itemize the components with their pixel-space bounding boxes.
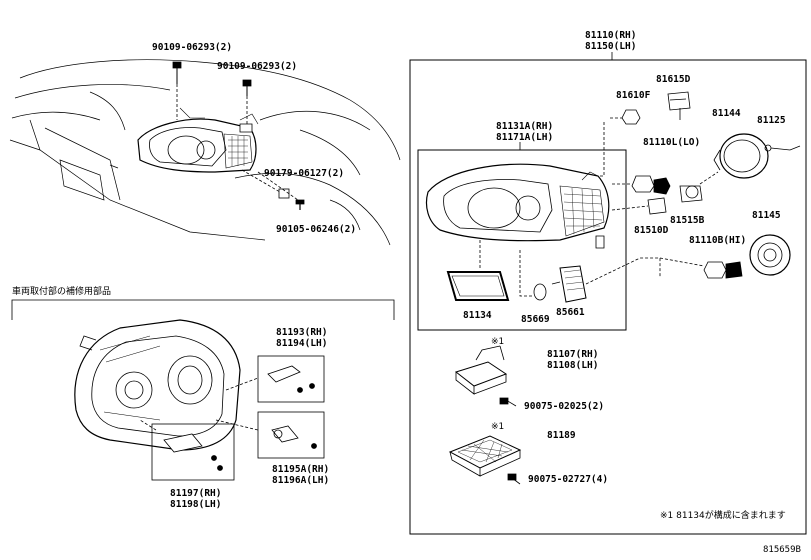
label-81510d: 81510D (634, 225, 669, 236)
label-81198: 81198(LH) (170, 499, 222, 510)
label-90105: 90105-06246(2) (276, 224, 357, 235)
label-81110b: 81110B(HI) (689, 235, 747, 246)
connector-81125 (764, 144, 801, 152)
bolts-top (172, 61, 253, 133)
bracket-box-81197 (139, 419, 235, 481)
cover-81145 (749, 234, 791, 276)
screw-90075b (507, 473, 521, 485)
label-85669: 85669 (521, 314, 550, 325)
bracket-box-81193 (225, 355, 325, 403)
bulb-81110b (659, 257, 743, 279)
label-81189: 81189 (547, 430, 576, 441)
label-81195a: 81195A(RH) (272, 464, 330, 475)
label-81150-lh: 81150(LH) (585, 41, 637, 52)
footnote: ※1 81134が構成に含まれます (660, 511, 786, 521)
label-81108: 81108(LH) (547, 360, 599, 371)
label-81610f: 81610F (616, 90, 651, 101)
socket-81615d (667, 91, 691, 120)
mark-1-a: ※1 (491, 337, 505, 347)
label-81171a: 81171A(LH) (496, 132, 554, 143)
bracket-81189 (448, 435, 522, 477)
headlamp-unit (425, 163, 610, 249)
car-body-outline (9, 59, 401, 246)
bulb-81610f (598, 109, 641, 177)
label-90109-b: 90109-06293(2) (217, 61, 298, 72)
assembly-box (409, 52, 807, 535)
socket-81515b (679, 185, 703, 203)
label-81131a: 81131A(RH) (496, 121, 554, 132)
ballast-81107 (454, 345, 508, 395)
label-90109-a: 90109-06293(2) (152, 42, 233, 53)
mark-1-b: ※1 (491, 422, 505, 432)
headlamp-on-car (137, 107, 259, 173)
label-81110-rh: 81110(RH) (585, 30, 637, 41)
clip-and-bolt (241, 169, 305, 210)
label-81125: 81125 (757, 115, 786, 126)
label-81145: 81145 (752, 210, 781, 221)
label-90075-a: 90075-02025(2) (524, 401, 605, 412)
label-81515b: 81515B (670, 215, 705, 226)
socket-85661 (519, 250, 661, 303)
label-81144: 81144 (712, 108, 741, 119)
bulb-81510d (611, 197, 667, 215)
cover-81144 (699, 133, 769, 185)
label-81193: 81193(RH) (276, 327, 328, 338)
label-81196a: 81196A(LH) (272, 475, 330, 486)
lamp-rear-view (74, 319, 241, 451)
screw-90075a (499, 397, 517, 407)
repair-title: 車両取付部の補修用部品 (12, 287, 112, 297)
label-81194: 81194(LH) (276, 338, 328, 349)
label-90075-b: 90075-02727(4) (528, 474, 609, 485)
bulb-81110l (612, 175, 671, 195)
lamp-unit-box (417, 142, 627, 331)
label-81197: 81197(RH) (170, 488, 222, 499)
label-81134: 81134 (463, 310, 492, 321)
bracket-box-81195 (215, 411, 325, 459)
label-81615d: 81615D (656, 74, 691, 85)
label-90179: 90179-06127(2) (264, 168, 345, 179)
diagram-id: 815659B (763, 545, 801, 555)
gasket-81134 (446, 240, 510, 301)
label-81110l: 81110L(LO) (643, 137, 701, 148)
label-85661: 85661 (556, 307, 585, 318)
repair-section-bracket (11, 299, 395, 320)
label-81107: 81107(RH) (547, 349, 599, 360)
